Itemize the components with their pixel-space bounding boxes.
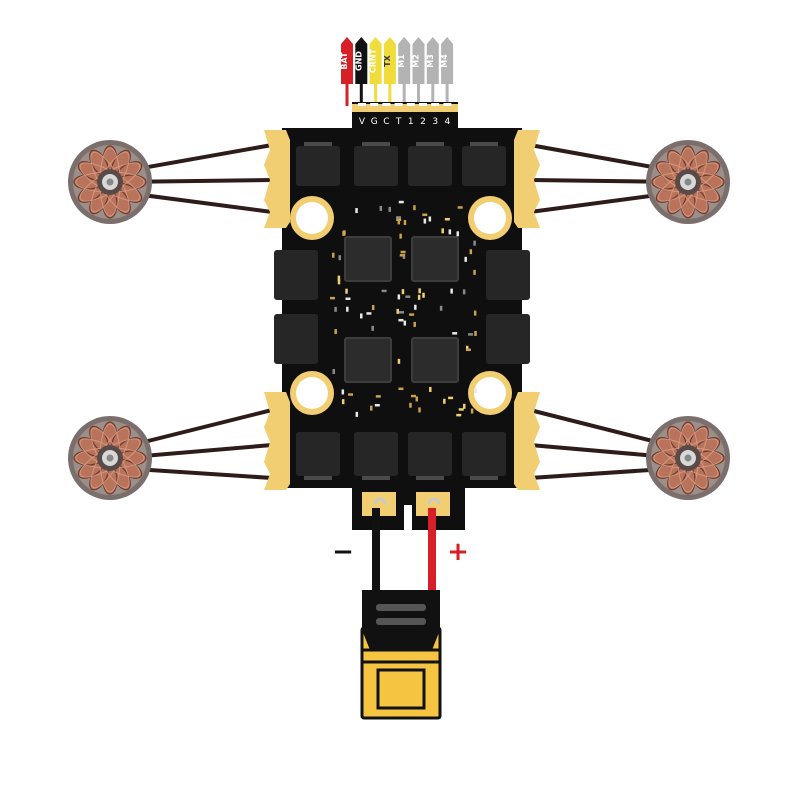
wire-label-gnd: GND [354,37,368,106]
pad-bl [264,392,290,490]
pad-label-v: V [359,117,366,127]
signal-wire-labels: BAT GND CRNT TX M1 M2 M3 M4 [340,37,454,106]
pad-br [514,392,540,490]
motor-top-left [68,140,152,224]
wire-label-m2: M2 [412,37,425,106]
wire-label-text: M3 [426,54,435,68]
motor-bottom-left [68,416,152,500]
pad-label-t: T [395,117,402,127]
wire-label-text: GND [354,51,363,71]
pad-label-1: 1 [408,117,414,127]
pad-label-c: C [383,117,389,127]
wire-label-text: M2 [412,54,421,68]
pad-label-4: 4 [445,117,451,127]
wire-label-bat: BAT [340,37,353,106]
wire-label-text: CRNT [369,48,378,73]
xt30-connector [360,590,442,720]
battery-wire-negative [372,508,380,596]
driver-ics [344,236,459,383]
wire-label-m4: M4 [440,37,454,106]
smd-components [330,200,477,417]
wire-label-tx: TX [383,37,396,106]
pad-tr [514,130,540,228]
pad-label-3: 3 [432,117,438,127]
pad-label-g: G [371,117,378,127]
wire-label-text: M4 [440,54,449,68]
battery-wire-positive [428,508,436,596]
wire-label-text: BAT [340,52,349,70]
pad-tl [264,130,290,228]
motor-bottom-right [646,416,730,500]
wire-label-m1: M1 [397,37,411,106]
motor-top-right [646,140,730,224]
mosfet-tabs [304,142,498,480]
positive-sign: + [447,537,469,567]
wire-label-text: M1 [397,54,406,68]
esc-board [282,102,522,530]
pad-label-2: 2 [420,117,426,127]
wire-label-crnt: CRNT [369,37,382,106]
mosfets [274,146,530,476]
negative-sign: − [332,537,354,567]
motor-solder-pads [264,130,540,490]
mounting-holes [290,196,512,415]
wire-label-m3: M3 [426,37,439,106]
wire-label-text: TX [383,54,392,66]
